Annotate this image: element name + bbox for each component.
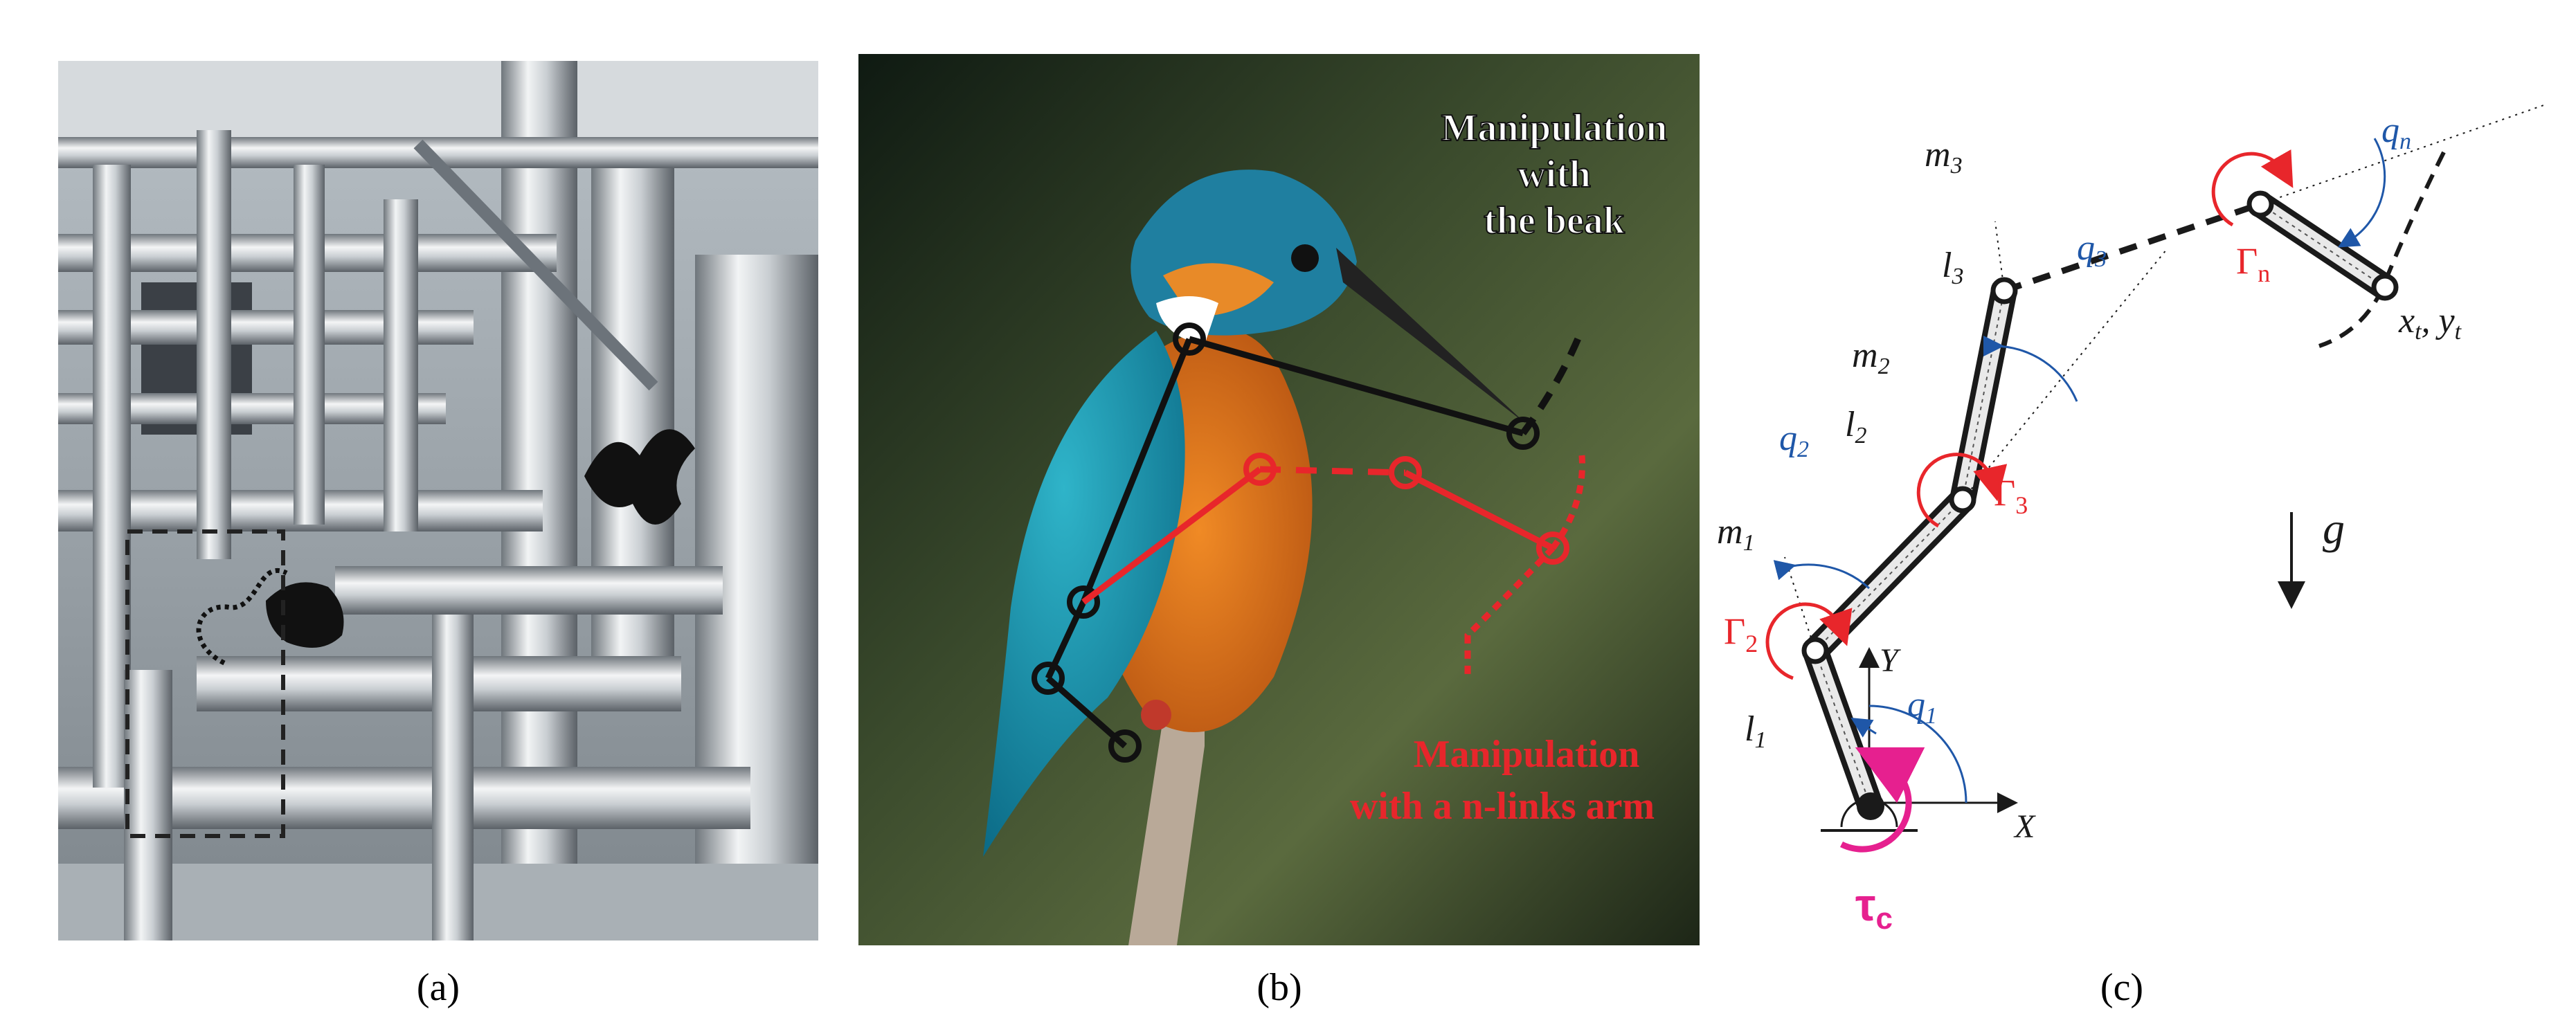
manipulator-diagram: X Y [1717,103,2548,936]
mass-m3-label: m3 [1925,135,1963,179]
tip-workspace-dashed [2318,151,2446,348]
caption-c: (c) [2100,966,2144,1009]
caption-b: (b) [1257,966,1302,1009]
focus-box-dashed [125,529,285,838]
gamma3-arc [1916,453,2008,528]
intermediate-links-dashed [2003,201,2262,294]
flying-crow [584,429,695,525]
arm-label-line-2: with a n-links arm [1350,785,1655,828]
beak-label-line-3: the beak [1484,199,1625,242]
arm-manipulation-label: Manipulation with a n-links arm [1350,733,1655,828]
tip-coordinates-label: xt,yt [2398,301,2462,345]
beak-chain-joint [1108,729,1142,763]
q1-arc [1868,705,1967,803]
torque-gamma3-label: Γ3 [1994,472,2028,519]
joint-m3 [1990,277,2018,305]
y-axis-label: Y [1880,642,1901,679]
q3-arc [1983,335,2078,402]
base-pivot [1857,792,1884,820]
caption-a: (a) [416,966,460,1009]
angle-q3-label: q3 [2077,228,2107,272]
angle-q2-label: q2 [1779,419,1809,462]
gamma2-arc [1765,602,1853,680]
beak-chain-joint [1173,322,1206,356]
qn-arc [2338,138,2386,248]
panel-a-photo [58,61,818,940]
link-l2-label: l2 [1845,405,1866,448]
arm-joint [1536,531,1569,565]
angle-qn-label: qn [2381,111,2411,154]
panel-b-photo: Manipulation with the beak Manipulation … [858,54,1700,945]
link-3 [1949,278,2017,513]
kingfisher-illustration: Manipulation with the beak Manipulation … [858,54,1700,945]
arm-label-line-1: Manipulation [1414,733,1640,776]
perched-crow [266,582,344,648]
arm-joint [1243,453,1277,486]
panel-c-schematic: X Y [1717,42,2568,955]
joint-m1 [1801,637,1829,664]
tau-c-arc [1839,747,1925,853]
bird-beak [1336,248,1526,424]
branch [1128,687,1205,945]
gravity-label: g [2323,504,2345,553]
tau-c-label: τc [1855,879,1893,936]
link-n [2247,191,2398,300]
link-2 [1802,487,1976,664]
torque-gamman-label: Γn [2236,240,2270,287]
beak-label-line-2: with [1517,153,1591,196]
beak-chain-joint [1067,585,1100,619]
end-effector [2371,273,2399,301]
link-1 [1802,637,1884,819]
beak-label-line-1: Manipulation [1441,107,1668,149]
link-l1-label: l1 [1745,709,1766,753]
joint-m2 [1949,486,1976,514]
arm-joint [1389,456,1422,489]
x-axis-label: X [2013,808,2036,845]
beak-chain-joint [1506,417,1540,450]
bird-eye [1291,244,1319,272]
q2-arc [1773,560,1871,590]
angle-q1-label: q1 [1907,685,1937,729]
gamman-arc [2211,149,2294,227]
mass-m2-label: m2 [1852,336,1890,379]
torque-gamma2-label: Γ2 [1724,610,1758,657]
mass-m1-label: m1 [1717,512,1755,556]
beak-manipulation-label: Manipulation with the beak [1441,106,1668,243]
joint-n [2246,190,2274,218]
pipes-photo-illustration [58,61,818,940]
link-l3-label: l3 [1942,246,1963,289]
beak-chain-joint [1032,662,1065,695]
